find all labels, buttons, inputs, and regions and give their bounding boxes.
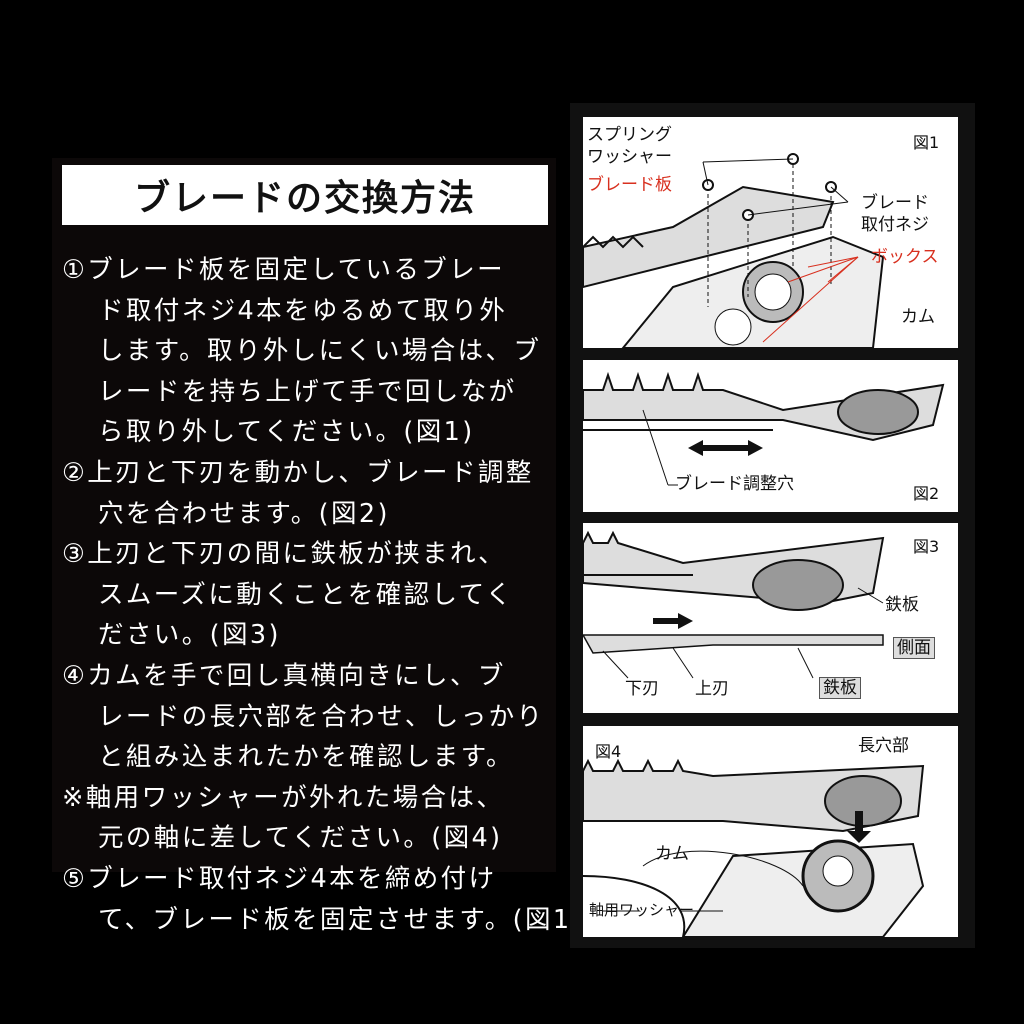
step-1-line: ド取付ネジ4本をゆるめて取り外 (98, 295, 508, 326)
iron-plate-illustration (583, 530, 885, 679)
box-label: ボックス (871, 247, 939, 267)
side-view-label: 側面 (893, 637, 935, 659)
step-4-line: ④カムを手で回し真横向きにし、ブ (62, 660, 506, 691)
step-1-line: ①ブレード板を固定しているブレー (62, 255, 505, 285)
instruction-steps: ①ブレード板を固定しているブレー ド取付ネジ4本をゆるめて取り外 します。取り外… (62, 250, 584, 940)
step-1-line: ら取り外してください。(図1) (98, 417, 475, 448)
upper-blade-label: 上刃 (695, 679, 729, 699)
figure-3: 図3 鉄板 側面 下刃 上刃 鉄板 (583, 523, 958, 713)
figure-number: 図3 (913, 537, 940, 556)
figure-1: 図1 スプリング ワッシャー ブレード板 ブレード 取付ネジ ボックス カム (583, 117, 958, 348)
step-4-line: と組み込まれたかを確認します。 (98, 742, 514, 773)
shaft-washer-label: 軸用ワッシャー (589, 901, 695, 919)
spring-washer-label: スプリング (587, 125, 672, 145)
step-2-line: 穴を合わせます。(図2) (98, 498, 390, 529)
figure-number: 図4 (595, 742, 622, 761)
blade-assembly-illustration (583, 153, 885, 348)
blade-adjust-illustration (583, 371, 945, 486)
figure-number: 図1 (913, 133, 940, 152)
step-3-line: ださい。(図3) (98, 620, 281, 651)
step-3-line: スムーズに動くことを確認してく (98, 579, 514, 610)
iron-plate-label: 鉄板 (885, 595, 919, 615)
step-4-line: レードの長穴部を合わせ、しっかり (98, 701, 545, 732)
figure-2: ブレード調整穴 図2 (583, 360, 958, 512)
slot-label: 長穴部 (858, 736, 909, 756)
adjust-hole-label: ブレード調整穴 (675, 474, 794, 494)
iron-plate-side-label: 鉄板 (819, 677, 861, 699)
step-2-line: ②上刃と下刃を動かし、ブレード調整 (62, 457, 534, 488)
cam-label: カム (655, 844, 689, 864)
spring-washer-label: ワッシャー (587, 147, 672, 167)
step-5-line: ⑤ブレード取付ネジ4本を締め付け (62, 863, 497, 894)
cam-slot-illustration (583, 758, 925, 937)
step-1-line: します。取り外しにくい場合は、ブ (98, 336, 542, 367)
note-line: ※軸用ワッシャーが外れた場合は、 (62, 782, 505, 813)
step-5-line: て、ブレード板を固定させます。(図1) (98, 904, 584, 935)
step-3-line: ③上刃と下刃の間に鉄板が挟まれ、 (62, 539, 507, 570)
page-title: ブレードの交換方法 (62, 165, 548, 225)
blade-screw-label: ブレード (861, 193, 929, 213)
note-line: 元の軸に差してください。(図4) (98, 823, 503, 854)
blade-screw-label: 取付ネジ (861, 215, 929, 235)
figure-number: 図2 (913, 484, 940, 503)
instructions-panel (52, 158, 556, 872)
cam-label: カム (901, 307, 935, 327)
step-1-line: レードを持ち上げて手で回しなが (98, 376, 517, 407)
blade-plate-label: ブレード板 (587, 175, 672, 195)
figure-4: 図4 長穴部 カム 軸用ワッシャー (583, 726, 958, 937)
lower-blade-label: 下刃 (625, 679, 659, 699)
